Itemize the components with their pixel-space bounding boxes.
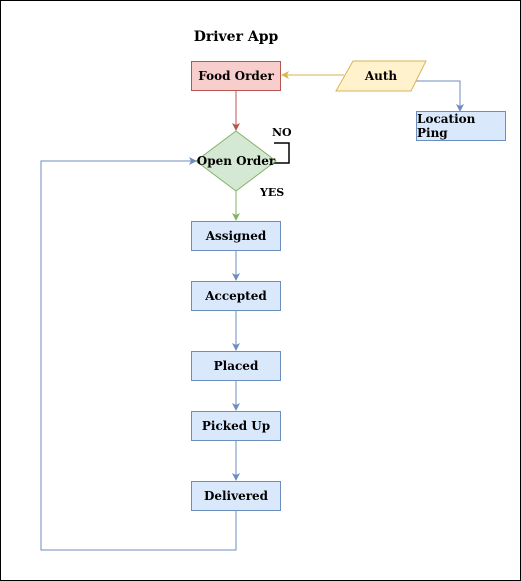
assigned-node[interactable]: Assigned — [191, 221, 281, 251]
no-label: NO — [272, 126, 292, 139]
edge-delivered-to-open-order — [40, 157, 237, 551]
yes-label: YES — [260, 186, 285, 199]
open-order-node[interactable]: Open Order — [196, 154, 276, 168]
location-ping-node[interactable]: Location Ping — [416, 111, 506, 141]
open-order-shape — [195, 130, 277, 192]
delivered-node[interactable]: Delivered — [191, 481, 281, 511]
placed-node[interactable]: Placed — [191, 351, 281, 381]
food-order-node[interactable]: Food Order — [191, 61, 281, 91]
accepted-node[interactable]: Accepted — [191, 281, 281, 311]
edge-auth-to-location-ping — [411, 80, 464, 112]
diagram-title: Driver App — [193, 29, 279, 45]
picked-up-node[interactable]: Picked Up — [191, 411, 281, 441]
auth-node[interactable]: Auth — [364, 69, 398, 83]
auth-shape — [335, 60, 427, 92]
edge-open-order-no-loop — [273, 142, 290, 164]
